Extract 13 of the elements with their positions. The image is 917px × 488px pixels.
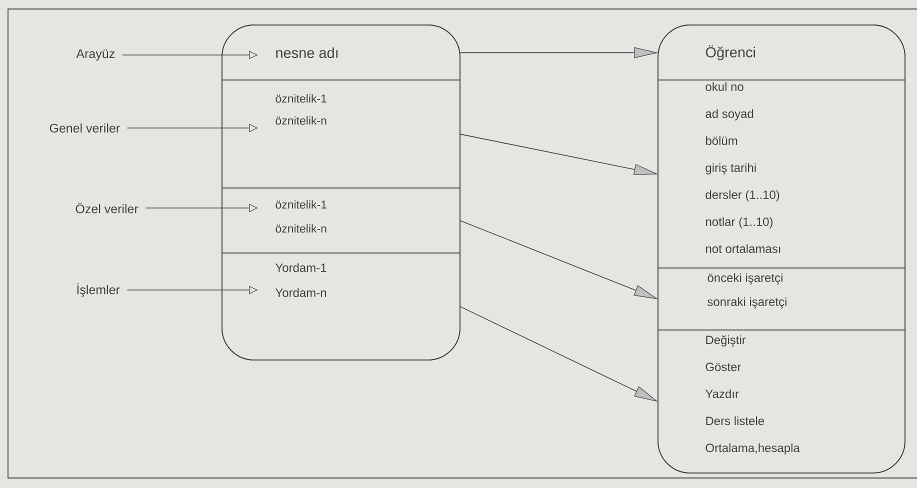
class-compartment: öznitelik-1 öznitelik-n	[222, 80, 460, 188]
class-compartment: nesne adı	[222, 24, 460, 80]
label-text: Arayüz	[76, 49, 114, 61]
object-box	[222, 24, 460, 360]
class-compartment: öznitelik-1 öznitelik-n	[222, 188, 460, 254]
class-compartment: Değiştir Göster Yazdır Ders listele Ortalama,hesapla	[658, 330, 906, 474]
class-compartment: Yordam-1 Yordam-n	[222, 252, 460, 360]
label-text: Özel veriler	[76, 202, 138, 214]
label-text: İşlemler	[77, 283, 120, 297]
class-compartment: Öğrenci	[658, 24, 906, 80]
class-compartment: önceki işaretçi sonraki işaretçi	[658, 268, 906, 330]
label-text: Genel veriler	[50, 123, 120, 133]
object-box	[658, 24, 906, 474]
